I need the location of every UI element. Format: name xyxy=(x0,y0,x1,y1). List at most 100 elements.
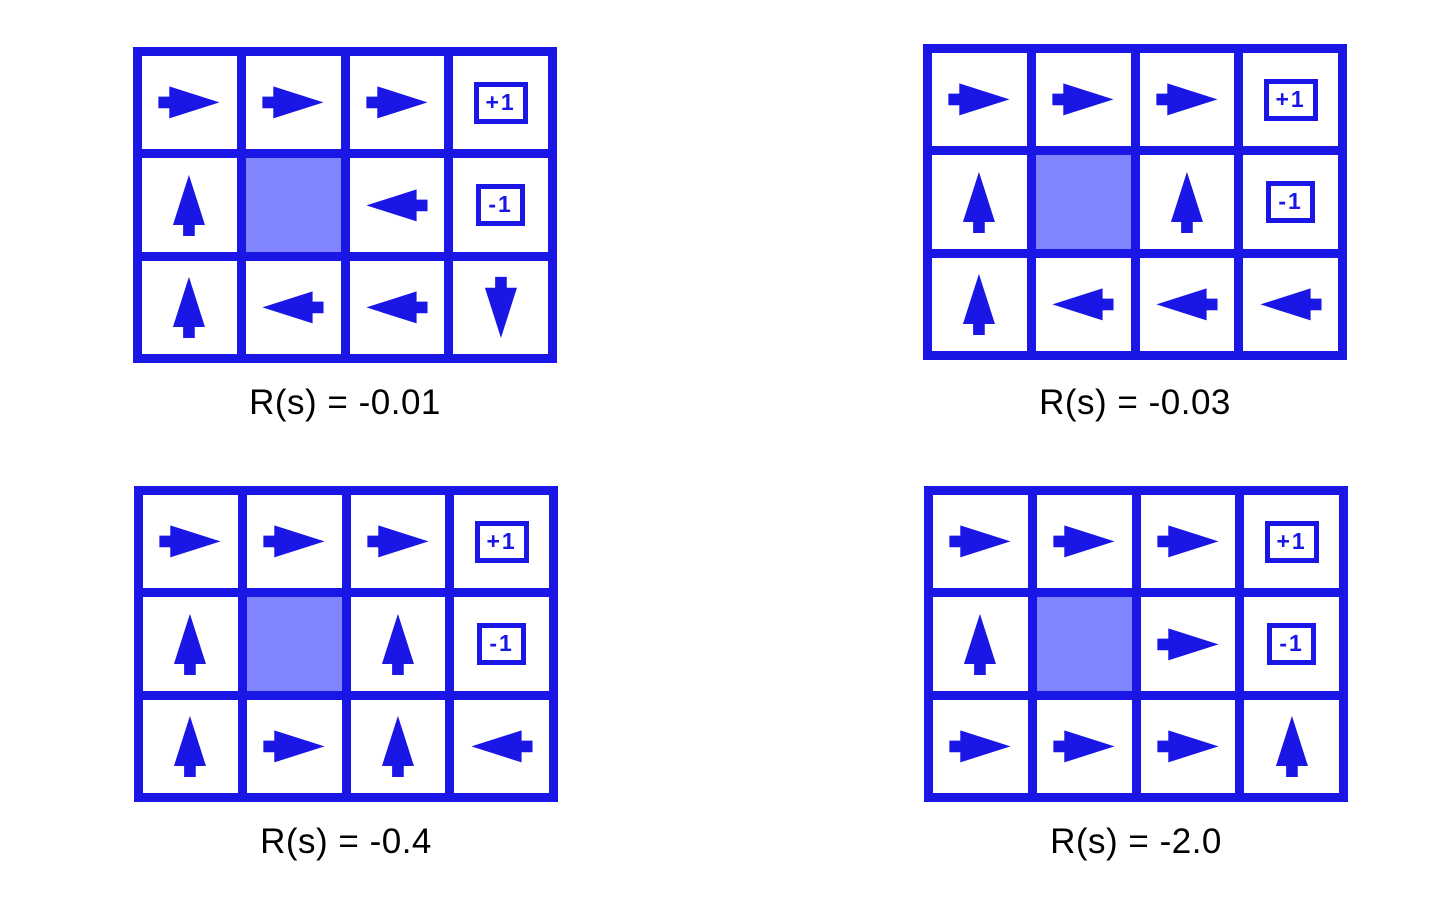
arrow-up-icon xyxy=(381,613,414,675)
arrow-right-icon xyxy=(1052,83,1114,116)
grid-cell-terminal-positive: +1 xyxy=(1244,495,1339,589)
grid-cell-action-right xyxy=(1140,495,1236,589)
grid-cell-action-right xyxy=(349,56,445,150)
reward-badge-label: -1 xyxy=(1272,627,1311,660)
arrow-right-icon xyxy=(949,730,1011,763)
reward-badge-negative: -1 xyxy=(477,622,526,665)
arrow-right-icon xyxy=(948,83,1010,116)
arrow-right-icon xyxy=(366,86,428,119)
arrow-right-icon xyxy=(158,86,220,119)
arrow-left-icon xyxy=(1052,288,1114,321)
gridworld: +1 -1 xyxy=(134,486,558,802)
arrow-up-icon xyxy=(963,171,996,233)
grid-cell-action-right xyxy=(246,699,342,793)
policy-panel: +1 -1 xyxy=(924,486,1348,802)
panel-caption: R(s) = -0.01 xyxy=(249,383,441,422)
arrow-right-icon xyxy=(159,525,221,558)
arrow-right-icon xyxy=(1157,730,1219,763)
grid-cell-action-up xyxy=(1139,155,1235,249)
arrow-left-icon xyxy=(1156,288,1218,321)
arrow-left-icon xyxy=(262,291,324,324)
reward-badge-label: +1 xyxy=(478,86,523,119)
reward-badge-label: -1 xyxy=(482,627,521,660)
gridworld: +1 -1 xyxy=(924,486,1348,802)
reward-badge-negative: -1 xyxy=(1267,622,1316,665)
grid-cell-action-up xyxy=(350,699,446,793)
policy-panel: +1 -1 xyxy=(133,47,557,363)
arrow-up-icon xyxy=(173,276,206,338)
gridworld: +1 -1 xyxy=(923,44,1347,360)
arrow-up-icon xyxy=(173,174,206,236)
arrow-up-icon xyxy=(1275,715,1308,777)
grid-cell-action-right xyxy=(143,495,238,589)
reward-badge-positive: +1 xyxy=(473,81,528,124)
grid-cell-wall xyxy=(246,597,342,691)
arrow-up-icon xyxy=(964,613,997,675)
grid-cell-terminal-positive: +1 xyxy=(454,495,549,589)
reward-badge-negative: -1 xyxy=(1266,180,1315,223)
arrow-right-icon xyxy=(949,525,1011,558)
grid-cell-wall xyxy=(1035,155,1131,249)
grid-cell-action-left xyxy=(349,260,445,354)
arrow-up-icon xyxy=(381,715,414,777)
arrow-right-icon xyxy=(263,525,325,558)
grid-cell-action-up xyxy=(932,257,1027,351)
grid-cell-action-left xyxy=(1139,257,1235,351)
arrow-right-icon xyxy=(1156,83,1218,116)
grid-cell-action-up xyxy=(143,597,238,691)
grid-cell-action-right xyxy=(245,56,341,150)
arrow-up-icon xyxy=(174,613,207,675)
reward-badge-positive: +1 xyxy=(1264,520,1319,563)
grid-cell-action-right xyxy=(246,495,342,589)
grid-cell-action-right xyxy=(1139,53,1235,147)
panel-caption: R(s) = -0.03 xyxy=(1039,383,1231,422)
grid-cell-action-up xyxy=(933,597,1028,691)
grid-cell-wall xyxy=(1036,597,1132,691)
grid-cell-action-right xyxy=(1035,53,1131,147)
arrow-up-icon xyxy=(174,715,207,777)
arrow-up-icon xyxy=(1170,171,1203,233)
grid-cell-action-right xyxy=(1036,699,1132,793)
grid-cell-action-up xyxy=(142,158,237,252)
policy-panel: +1 -1 xyxy=(134,486,558,802)
arrow-left-icon xyxy=(366,291,428,324)
reward-badge-negative: -1 xyxy=(476,183,525,226)
arrow-right-icon xyxy=(1157,627,1219,660)
grid-cell-terminal-positive: +1 xyxy=(453,56,548,150)
arrow-left-icon xyxy=(471,730,533,763)
arrow-right-icon xyxy=(1053,525,1115,558)
grid-cell-action-up xyxy=(143,699,238,793)
grid-cell-action-left xyxy=(1243,257,1338,351)
arrow-right-icon xyxy=(262,86,324,119)
grid-cell-action-down xyxy=(453,260,548,354)
grid-cell-action-left xyxy=(349,158,445,252)
panel-caption: R(s) = -0.4 xyxy=(260,822,432,861)
grid-cell-action-right xyxy=(932,53,1027,147)
grid-cell-terminal-negative: -1 xyxy=(453,158,548,252)
reward-badge-label: -1 xyxy=(481,188,520,221)
gridworld: +1 -1 xyxy=(133,47,557,363)
grid-cell-action-right xyxy=(1036,495,1132,589)
reward-badge-label: +1 xyxy=(1269,525,1314,558)
grid-cell-action-left xyxy=(454,699,549,793)
grid-cell-terminal-negative: -1 xyxy=(1243,155,1338,249)
arrow-left-icon xyxy=(366,188,428,221)
grid-cell-action-right xyxy=(1140,699,1236,793)
grid-cell-action-right xyxy=(142,56,237,150)
reward-badge-positive: +1 xyxy=(1263,78,1318,121)
grid-cell-action-up xyxy=(1244,699,1339,793)
arrow-left-icon xyxy=(1260,288,1322,321)
reward-badge-positive: +1 xyxy=(474,520,529,563)
grid-cell-terminal-negative: -1 xyxy=(1244,597,1339,691)
grid-cell-wall xyxy=(245,158,341,252)
grid-cell-action-up xyxy=(350,597,446,691)
reward-badge-label: +1 xyxy=(1268,83,1313,116)
reward-badge-label: -1 xyxy=(1271,185,1310,218)
arrow-down-icon xyxy=(484,276,517,338)
grid-cell-action-right xyxy=(350,495,446,589)
arrow-right-icon xyxy=(1053,730,1115,763)
grid-cell-action-left xyxy=(245,260,341,354)
grid-cell-action-right xyxy=(933,699,1028,793)
arrow-right-icon xyxy=(1157,525,1219,558)
